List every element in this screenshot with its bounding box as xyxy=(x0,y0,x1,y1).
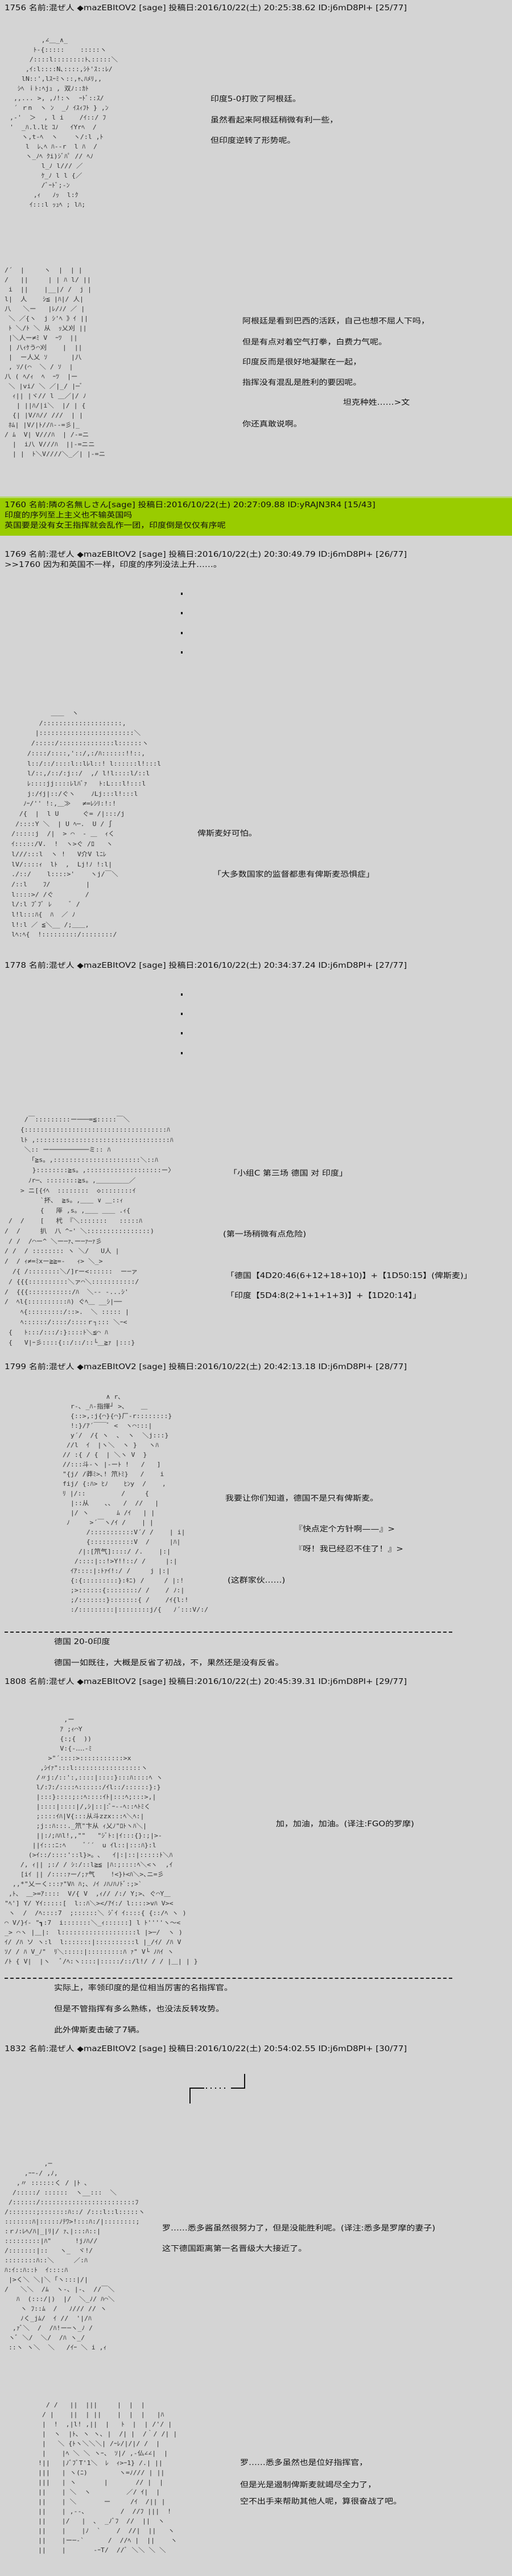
post-header: 1760 名前:隣の名無しさん[sage] 投稿日:2016/10/22(土) … xyxy=(5,501,375,510)
match-title: 「小组C 第三场 德国 对 印度」 xyxy=(229,1169,348,1178)
post-text: 但是有点对着空气打拳，白费力气呢。 xyxy=(242,338,387,347)
post-text: 俾斯麦好可怕。 xyxy=(197,829,257,838)
post-text: 指挥没有混乱是胜利的要因呢。 xyxy=(242,379,362,387)
ellipsis-dot xyxy=(181,1052,183,1054)
ellipsis-dot xyxy=(181,593,183,595)
post-text: 阿根廷是看到巴西的活跃，自己也想不屈人下吗， xyxy=(242,317,430,326)
post-text: 但是光是遏制俾斯麦就竭尽全力了， xyxy=(240,2481,377,2489)
post-text: 印度5-0打败了阿根廷。 xyxy=(210,95,301,104)
highlighted-reply-post: 1760 名前:隣の名無しさん[sage] 投稿日:2016/10/22(土) … xyxy=(0,496,512,536)
post-header: 1799 名前:混ぜ人 ◆mazEBItOV2 [sage] 投稿日:2016/… xyxy=(5,1363,407,1371)
post-text: 坦克种姓……>文 xyxy=(343,398,410,407)
ellipsis-dot xyxy=(181,651,183,654)
post-header: 1808 名前:混ぜ人 ◆mazEBItOV2 [sage] 投稿日:2016/… xyxy=(5,1678,407,1686)
post-header: 1756 名前:混ぜ人 ◆mazEBItOV2 [sage] 投稿日:2016/… xyxy=(5,4,407,13)
post-text: (第一场稍微有点危险) xyxy=(223,1230,307,1239)
ascii-art-figure: /￣:::::::::ー───=≦:::::￣＼ {::::::::::::::… xyxy=(5,1116,175,1346)
match-result: 德国 20-0印度 xyxy=(54,1638,110,1646)
divider xyxy=(5,1978,452,1979)
dice-roll-germany: 「德国【4D20:46(6+12+18+10)】+【1D50:15】(俾斯麦)」 xyxy=(226,1272,472,1280)
post-text: 罗……悉多酱虽然很努力了，但是没能胜利呢。(译注:悉多是罗摩的妻子) xyxy=(162,2224,436,2233)
post-text: 『呀！我已经忍不住了！』> xyxy=(294,1545,403,1554)
post-header: 1778 名前:混ぜ人 ◆mazEBItOV2 [sage] 投稿日:2016/… xyxy=(5,962,407,970)
post-text: 德国一如既往，大概是反省了初战，不，果然还是没有反省。 xyxy=(54,1659,284,1667)
post-text: 此外俾斯麦击破了7辆。 xyxy=(54,2026,145,2035)
dice-roll-india: 「印度【5D4:8(2+1+1+1+3)】+【1D20:14】」 xyxy=(226,1292,422,1300)
ascii-art-figure: /´ | ヽ | | | / || | | ﾊ l/ || i || |__|/… xyxy=(5,266,106,458)
post-text: 你还真敢说啊。 xyxy=(242,420,302,429)
reply-text: >>1760 因为和英国不一样，印度的序列没法上升……。 xyxy=(5,561,222,569)
post-text: (这群家伙……) xyxy=(228,1576,286,1585)
post-header: 1832 名前:混ぜ人 ◆mazEBItOV2 [sage] 投稿日:2016/… xyxy=(5,2045,407,2053)
post-header: 1769 名前:混ぜ人 ◆mazEBItOV2 [sage] 投稿日:2016/… xyxy=(5,550,407,559)
ellipsis-dot xyxy=(181,993,183,996)
ascii-art-figure: ＿＿ ヽ /::::::::::::::::::::, |:::::::::::… xyxy=(11,709,162,939)
post-text: 虽然看起来阿根廷稍微有利一些， xyxy=(210,116,338,125)
post-text: 但印度逆转了形势呢。 xyxy=(210,137,296,145)
ascii-art-figure: ,ー ｱ ;ｨ⌒Y {:;{ )) V:{-‥‥-ﾐ >"´::::>:::::… xyxy=(5,1716,198,1965)
post-text: 这下德国距离第一名晋级大大接近了。 xyxy=(162,2245,307,2253)
ascii-art-figure: ,─ ,ｰｰ-/ ,ﾉ, ,〃 ::::::く / |ﾄ ､ /:::::/ :… xyxy=(5,2160,145,2351)
post-text: 但是不管指挥有多么熟练，也没法反转攻势。 xyxy=(54,2005,225,2014)
ascii-art-figure: ,∠＿_∧_ ﾄ-{::::: :::::ヽ /::::l::::::::ﾄ､:… xyxy=(10,36,118,208)
post-text: 英国要是没有女王指挥就会乱作一团，印度倒是仅仅有序呢 xyxy=(5,521,226,530)
post-text: 『快点定个方针啊——』> xyxy=(294,1525,395,1534)
post-text: 印度反而是很好地凝聚在一起， xyxy=(242,358,362,367)
post-text: 实际上，率领印度的是位相当厉害的名指挥官。 xyxy=(54,1984,233,1992)
ellipsis-dot xyxy=(181,1032,183,1034)
post-text: 罗……悉多虽然也是位好指挥官， xyxy=(240,2459,368,2467)
ellipsis-dot xyxy=(181,1013,183,1015)
post-text: 空不出手来帮助其他人呢，算很奋战了吧。 xyxy=(240,2497,402,2506)
post-text: 我要让你们知道，德国不是只有俾斯麦。 xyxy=(225,1494,379,1503)
ascii-art-figure: ∧ r､ r‐､ _ﾊ-指揮┘ >､ ＿ {::>,:j{⌒}{⌒}厂‐r:::… xyxy=(63,1393,209,1613)
divider xyxy=(5,1632,452,1633)
ellipsis-dot xyxy=(181,612,183,614)
post-text: 加，加油，加油。(译注:FGO的罗摩) xyxy=(276,1820,415,1829)
post-text: 印度的序列至上主义也不输英国吗 xyxy=(5,511,133,520)
ascii-art-figure: / / || ||| | | | / | || | || | | | |ﾊ | … xyxy=(38,2401,177,2554)
ellipsis-dot xyxy=(181,632,183,634)
post-text: 「大多数国家的监督都患有俾斯麦恐惧症」 xyxy=(213,870,375,879)
